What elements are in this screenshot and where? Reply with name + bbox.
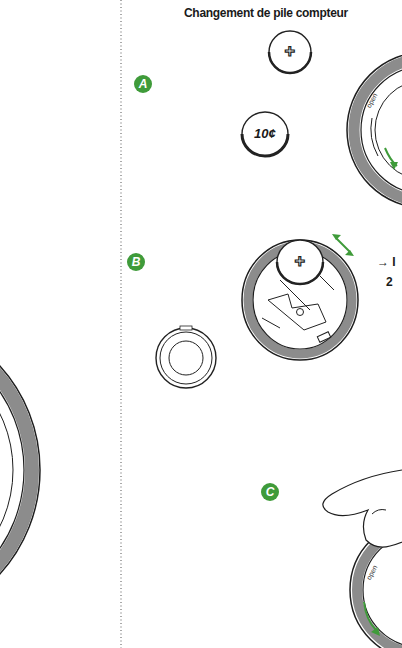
- page-title: Changement de pile compteur: [184, 7, 348, 19]
- counter-ring-a: [347, 52, 402, 208]
- counter-open-b: [242, 234, 358, 360]
- battery-lid: [156, 326, 216, 388]
- polarity-mark: +: [285, 42, 296, 60]
- hand-and-counter-c: [323, 470, 402, 648]
- instruction-fragment: 2: [386, 276, 393, 288]
- separator-line: [121, 0, 122, 648]
- step-letter: B: [127, 253, 145, 271]
- polarity-mark: +: [295, 252, 306, 270]
- battery-coin: [269, 31, 311, 73]
- step-letter: C: [261, 483, 279, 501]
- coin-value: 10¢: [254, 127, 276, 140]
- step-letter: A: [134, 75, 152, 93]
- left-ring: [0, 315, 40, 625]
- instruction-fragment: → I: [377, 256, 396, 268]
- coin-10-cents: [242, 112, 288, 156]
